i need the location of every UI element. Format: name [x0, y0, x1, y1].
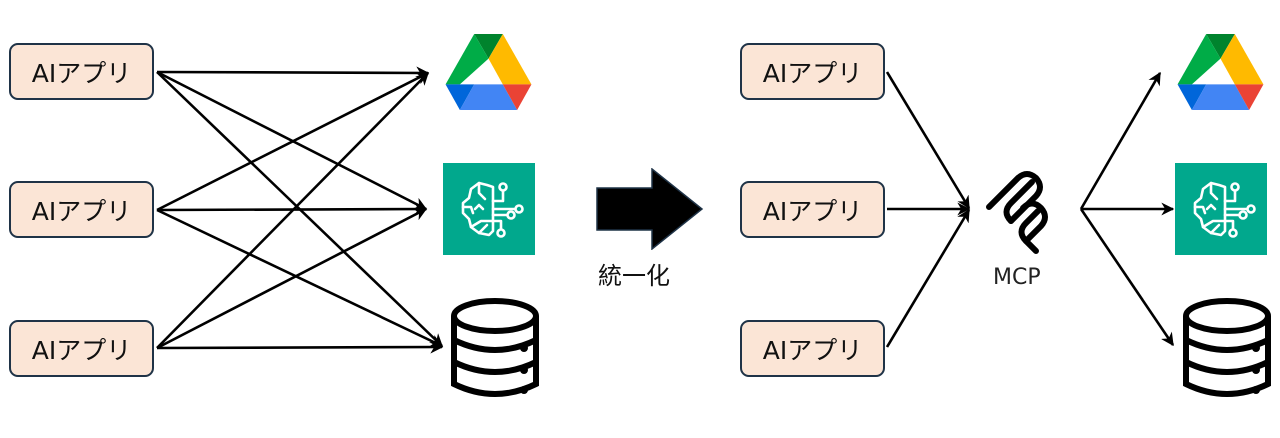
app-label: AIアプリ — [31, 335, 132, 365]
edge-mcp-drive — [1079, 71, 1162, 210]
edge-app2-brain — [156, 202, 428, 216]
right-ai-app-1: AIアプリ — [740, 43, 885, 100]
app-label: AIアプリ — [31, 58, 132, 88]
right-ai-app-2: AIアプリ — [740, 181, 885, 238]
database-icon — [1183, 298, 1271, 397]
ai-brain-circuit-icon — [443, 163, 535, 255]
app-label: AIアプリ — [31, 196, 132, 226]
unification-label: 統一化 — [598, 262, 670, 290]
big-right-arrow-icon — [596, 168, 704, 250]
left-ai-app-1: AIアプリ — [9, 43, 154, 100]
edge-app3-brain — [156, 207, 428, 350]
edge-app2-drive — [156, 71, 430, 212]
app-label: AIアプリ — [762, 58, 863, 88]
edge-app2-db — [156, 208, 444, 348]
edge-app1-mcp — [885, 71, 971, 210]
edge-app1-drive — [156, 66, 430, 80]
google-drive-icon — [445, 34, 532, 111]
edge-app1-brain — [156, 70, 428, 211]
left-ai-app-3: AIアプリ — [9, 320, 154, 377]
edge-mcp-db — [1079, 208, 1175, 347]
mcp-label: MCP — [993, 265, 1041, 290]
edge-app3-db — [156, 340, 444, 354]
edge-app3-drive — [156, 72, 429, 349]
left-ai-app-2: AIアプリ — [9, 181, 154, 238]
database-icon — [451, 298, 539, 397]
edge-app3-mcp — [885, 208, 971, 348]
app-label: AIアプリ — [762, 196, 863, 226]
ai-brain-circuit-icon — [1175, 163, 1267, 255]
google-drive-icon — [1177, 34, 1264, 111]
mcp-logo-icon — [986, 171, 1048, 254]
right-ai-app-3: AIアプリ — [740, 320, 885, 377]
app-label: AIアプリ — [762, 335, 863, 365]
